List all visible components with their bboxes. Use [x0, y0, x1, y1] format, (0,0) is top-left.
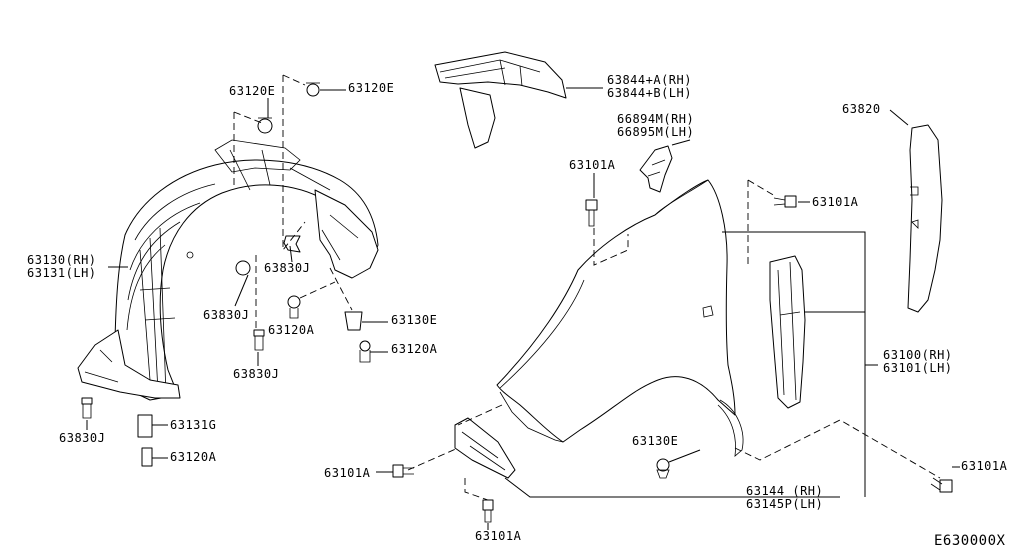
bolt-63101a-bottom: [482, 499, 494, 523]
label-63144-rh: 63144 (RH): [746, 484, 824, 498]
label-63844-rh: 63844+A(RH): [607, 73, 692, 87]
label-63120e-upper: 63120E: [229, 84, 276, 98]
screw-63120a-c: [141, 447, 153, 467]
label-66894-lh: 66895M(LH): [617, 125, 695, 139]
label-63145p-lh: 63145P(LH): [746, 497, 824, 511]
fender-reinforcement: [769, 255, 806, 409]
lower-bracket: [454, 417, 516, 479]
clip-63120e-mid: [257, 117, 273, 134]
label-63101a-lower: 63101A: [324, 466, 371, 480]
label-63120a-c: 63120A: [170, 450, 217, 464]
clip-63830j-mid: [235, 260, 251, 276]
label-63130-rh: 63130(RH): [27, 253, 97, 267]
label-63830j-bottom: 63830J: [59, 431, 106, 445]
screw-63120a-b: [359, 340, 371, 363]
label-63830j-mid: 63830J: [264, 261, 311, 275]
label-66894-rh: 66894M(RH): [617, 112, 695, 126]
label-63131g: 63131G: [170, 418, 217, 432]
assembly-lines: [233, 74, 941, 501]
label-63101a-bottom: 63101A: [475, 529, 522, 543]
label-66894: 66894M(RH) 66895M(LH): [617, 113, 694, 139]
label-63120a-a: 63120A: [268, 323, 315, 337]
bolt-63101a-lower: [392, 464, 414, 478]
bolt-63101a-right: [773, 195, 797, 208]
clip-63830j-low: [253, 329, 265, 351]
label-63830j-low: 63830J: [233, 367, 280, 381]
label-63130: 63130(RH) 63131(LH): [27, 254, 97, 280]
label-63130e-b: 63130E: [632, 434, 679, 448]
label-63844-lh: 63844+B(LH): [607, 86, 692, 100]
clip-63130e-a: [344, 311, 363, 331]
clip-63830j-bottom: [81, 397, 93, 419]
label-63130-lh: 63131(LH): [27, 266, 97, 280]
label-63820: 63820: [842, 102, 881, 116]
label-63830j-left: 63830J: [203, 308, 250, 322]
clip-63131g: [137, 414, 153, 438]
front-fender: [496, 179, 744, 457]
label-63101-lh: 63101(LH): [883, 361, 953, 375]
bolt-63101a-corner: [930, 477, 953, 493]
leader-lines: [86, 87, 960, 530]
label-63101a-right: 63101A: [812, 195, 859, 209]
label-63101a-corner: 63101A: [961, 459, 1008, 473]
label-63100: 63100(RH) 63101(LH): [883, 349, 953, 375]
splash-guard: [907, 124, 943, 313]
bolt-63101a-top: [585, 199, 598, 227]
screw-63120a-a: [287, 295, 301, 319]
fasteners: [81, 82, 953, 523]
clip-63120e-top: [306, 82, 320, 97]
clip-63830j-star: [283, 235, 301, 253]
label-63101a-top: 63101A: [569, 158, 616, 172]
label-63100-rh: 63100(RH): [883, 348, 953, 362]
fender-liner: [77, 139, 379, 401]
fender-moulding: [434, 51, 567, 149]
label-63120a-b: 63120A: [391, 342, 438, 356]
label-63120e-right: 63120E: [348, 81, 395, 95]
label-63144: 63144 (RH) 63145P(LH): [746, 485, 823, 511]
clip-63130e-b: [656, 458, 670, 479]
bracket-66894: [639, 145, 673, 193]
label-63844: 63844+A(RH) 63844+B(LH): [607, 74, 692, 100]
diagram-code: E630000X: [934, 533, 1006, 549]
label-63130e-a: 63130E: [391, 313, 438, 327]
